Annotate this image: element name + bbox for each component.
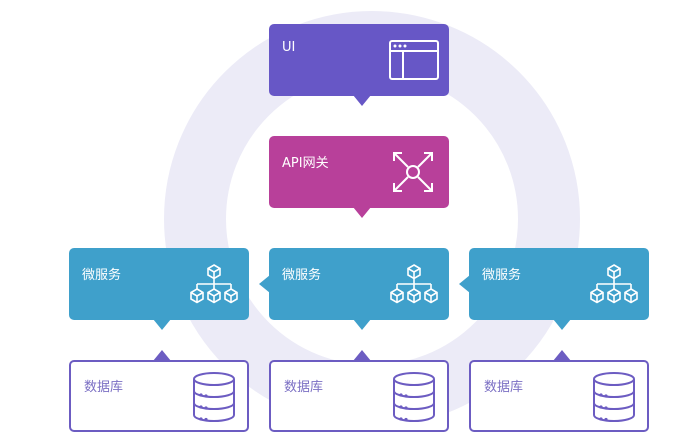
microservice-label: 微服务	[282, 268, 322, 283]
arrow-db-up-1	[153, 350, 171, 361]
api-gateway-node: API网关	[269, 136, 449, 208]
api-gateway-label: API网关	[282, 156, 329, 171]
microservice-node-1: 微服务	[69, 248, 249, 320]
microservice-label: 微服务	[82, 268, 122, 283]
expand-arrows-icon	[393, 152, 433, 192]
cube-hierarchy-icon	[190, 264, 238, 304]
microservice-node-2: 微服务	[269, 248, 449, 320]
arrow-service-link-1	[259, 275, 270, 293]
arrow-db-up-3	[553, 350, 571, 361]
arrow-service-to-db-3	[553, 319, 571, 330]
microservice-node-3: 微服务	[469, 248, 649, 320]
browser-window-icon	[389, 40, 439, 80]
database-node-3: 数据库	[469, 360, 649, 432]
arrow-service-to-db-1	[153, 319, 171, 330]
microservice-label: 微服务	[482, 268, 522, 283]
arrow-db-up-2	[353, 350, 371, 361]
database-label: 数据库	[84, 380, 124, 395]
database-label: 数据库	[284, 380, 324, 395]
arrow-service-to-db-2	[353, 319, 371, 330]
database-icon	[593, 372, 635, 422]
database-node-1: 数据库	[69, 360, 249, 432]
database-node-2: 数据库	[269, 360, 449, 432]
arrow-ui-to-gateway	[353, 95, 371, 106]
cube-hierarchy-icon	[590, 264, 638, 304]
database-icon	[393, 372, 435, 422]
ui-node: UI	[269, 24, 449, 96]
cube-hierarchy-icon	[390, 264, 438, 304]
arrow-gateway-to-service	[353, 207, 371, 218]
arrow-service-link-2	[459, 275, 470, 293]
database-label: 数据库	[484, 380, 524, 395]
ui-label: UI	[282, 40, 296, 55]
database-icon	[193, 372, 235, 422]
